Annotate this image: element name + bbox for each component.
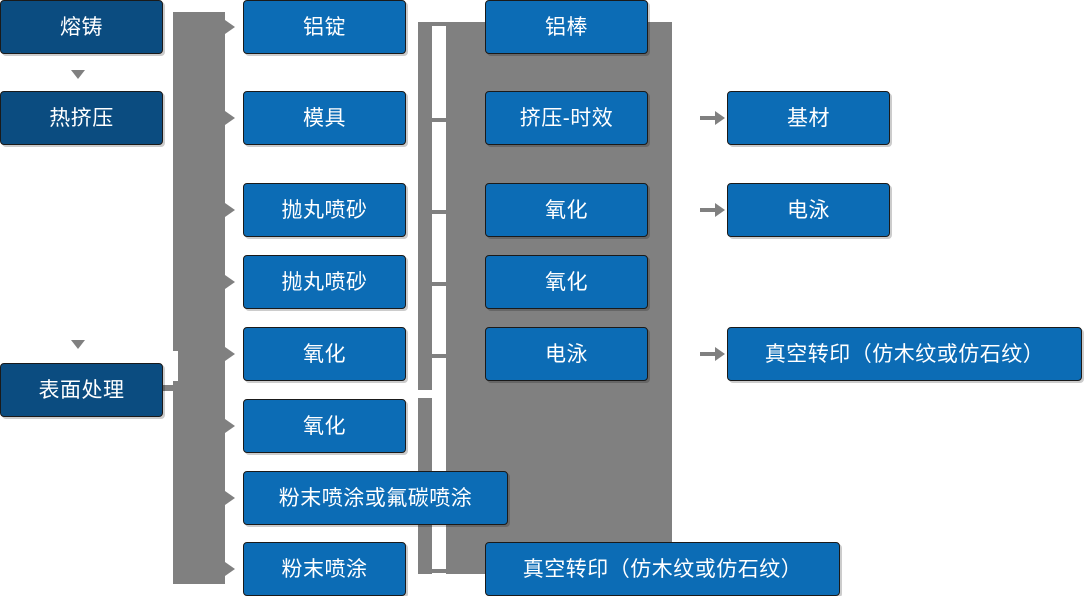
stage-surface-treatment[interactable]: 表面处理 bbox=[0, 363, 163, 417]
stage-arrow-7 bbox=[225, 491, 235, 505]
stage-bus-band bbox=[173, 12, 225, 584]
arrow-head-icon bbox=[715, 203, 725, 217]
proc-aluminum-ingot[interactable]: 铝锭 bbox=[243, 0, 406, 54]
output-arrow-2 bbox=[700, 203, 725, 217]
treat-extrude-aging[interactable]: 挤压-时效 bbox=[485, 91, 648, 145]
proc-powder-coating[interactable]: 粉末喷涂 bbox=[243, 542, 406, 596]
output-electrophoresis[interactable]: 电泳 bbox=[727, 183, 890, 237]
stage-chevron-down-1 bbox=[71, 70, 85, 79]
mid-rail-left bbox=[418, 22, 432, 390]
mid-rail-right bbox=[446, 22, 468, 574]
treat-oxidation-2[interactable]: 氧化 bbox=[485, 255, 648, 309]
mid-tie-3 bbox=[432, 210, 448, 214]
output-substrate[interactable]: 基材 bbox=[727, 91, 890, 145]
output-arrow-1 bbox=[700, 111, 725, 125]
mid-tie-6 bbox=[432, 569, 448, 573]
stage-bus-notch-cutout bbox=[160, 351, 178, 381]
stage-melt-cast[interactable]: 熔铸 bbox=[0, 0, 163, 54]
arrow-head-icon bbox=[715, 347, 725, 361]
treat-vacuum-transfer-print[interactable]: 真空转印（仿木纹或仿石纹） bbox=[485, 542, 840, 596]
treat-aluminum-bar[interactable]: 铝棒 bbox=[485, 0, 648, 54]
stage-bus-notch-stub bbox=[160, 385, 178, 391]
mid-tie-2 bbox=[432, 118, 448, 122]
treatment-band-cut-top bbox=[672, 0, 732, 22]
stage-arrow-4 bbox=[225, 275, 235, 289]
treat-oxidation-1[interactable]: 氧化 bbox=[485, 183, 648, 237]
proc-shotblast-2[interactable]: 抛丸喷砂 bbox=[243, 255, 406, 309]
stage-arrow-1 bbox=[225, 20, 235, 34]
proc-oxidation-1[interactable]: 氧化 bbox=[243, 327, 406, 381]
arrow-head-icon bbox=[715, 111, 725, 125]
stage-chevron-down-2 bbox=[71, 340, 85, 349]
mid-tie-4 bbox=[432, 282, 448, 286]
stage-arrow-5 bbox=[225, 347, 235, 361]
stage-arrow-3 bbox=[225, 203, 235, 217]
proc-shotblast-1[interactable]: 抛丸喷砂 bbox=[243, 183, 406, 237]
mid-tie-5 bbox=[432, 354, 448, 358]
proc-oxidation-2[interactable]: 氧化 bbox=[243, 399, 406, 453]
mid-tie-1 bbox=[432, 22, 448, 26]
treat-electrophoresis[interactable]: 电泳 bbox=[485, 327, 648, 381]
proc-powder-or-pvdf-coating[interactable]: 粉末喷涂或氟碳喷涂 bbox=[243, 471, 508, 525]
stage-arrow-8 bbox=[225, 562, 235, 576]
stage-arrow-2 bbox=[225, 111, 235, 125]
stage-arrow-6 bbox=[225, 419, 235, 433]
proc-mold[interactable]: 模具 bbox=[243, 91, 406, 145]
stage-hot-extrude[interactable]: 热挤压 bbox=[0, 91, 163, 145]
output-vacuum-transfer-print[interactable]: 真空转印（仿木纹或仿石纹） bbox=[727, 327, 1082, 381]
output-arrow-3 bbox=[700, 347, 725, 361]
